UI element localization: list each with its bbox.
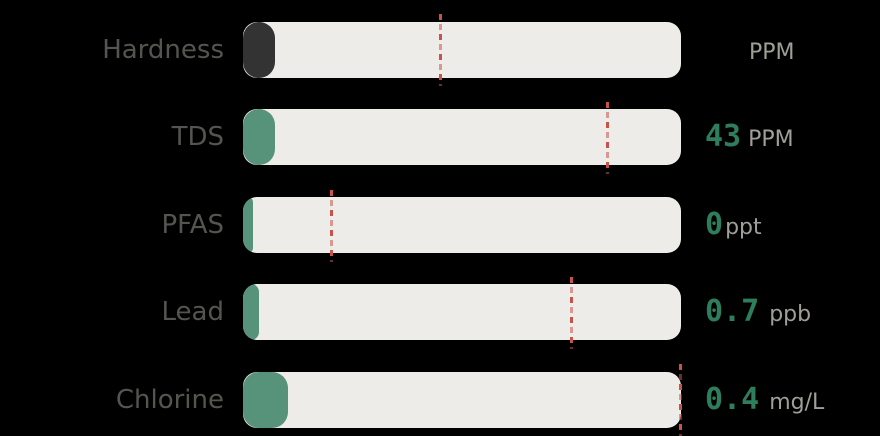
metric-label: Chlorine — [115, 385, 224, 415]
metric-unit: PPM — [748, 127, 794, 152]
metric-label: Hardness — [102, 35, 224, 65]
threshold-marker — [606, 102, 609, 174]
threshold-marker — [439, 14, 442, 86]
metric-fill — [243, 372, 288, 428]
metric-readout: 0ppt — [705, 196, 762, 254]
metric-unit: ppt — [725, 215, 762, 240]
metric-label: PFAS — [161, 210, 224, 240]
metric-fill — [243, 22, 275, 78]
metric-track — [243, 372, 681, 428]
metric-label: TDS — [171, 122, 224, 152]
metric-row-pfas: PFAS 0ppt — [0, 190, 880, 262]
threshold-marker — [330, 190, 333, 262]
metric-row-lead: Lead 0.7 ppb — [0, 277, 880, 349]
metric-value: 0.7 — [705, 294, 760, 329]
metric-unit: ppb — [769, 302, 812, 327]
metric-unit: mg/L — [769, 390, 825, 415]
metric-track — [243, 22, 681, 78]
metric-fill — [243, 109, 275, 165]
metric-track — [243, 197, 681, 253]
metric-track — [243, 109, 681, 165]
metric-value: 0 — [705, 207, 724, 242]
threshold-marker — [679, 364, 682, 436]
metric-readout: 0.7 ppb — [705, 283, 811, 341]
metric-row-hardness: Hardness PPM — [0, 14, 880, 86]
metric-readout: PPM — [705, 21, 795, 79]
metric-track — [243, 284, 681, 340]
threshold-marker — [570, 277, 573, 349]
metric-label: Lead — [161, 297, 224, 327]
metric-unit: PPM — [749, 40, 795, 65]
metric-fill — [243, 197, 253, 253]
metric-value: 43 — [705, 119, 742, 154]
metric-fill — [243, 284, 259, 340]
